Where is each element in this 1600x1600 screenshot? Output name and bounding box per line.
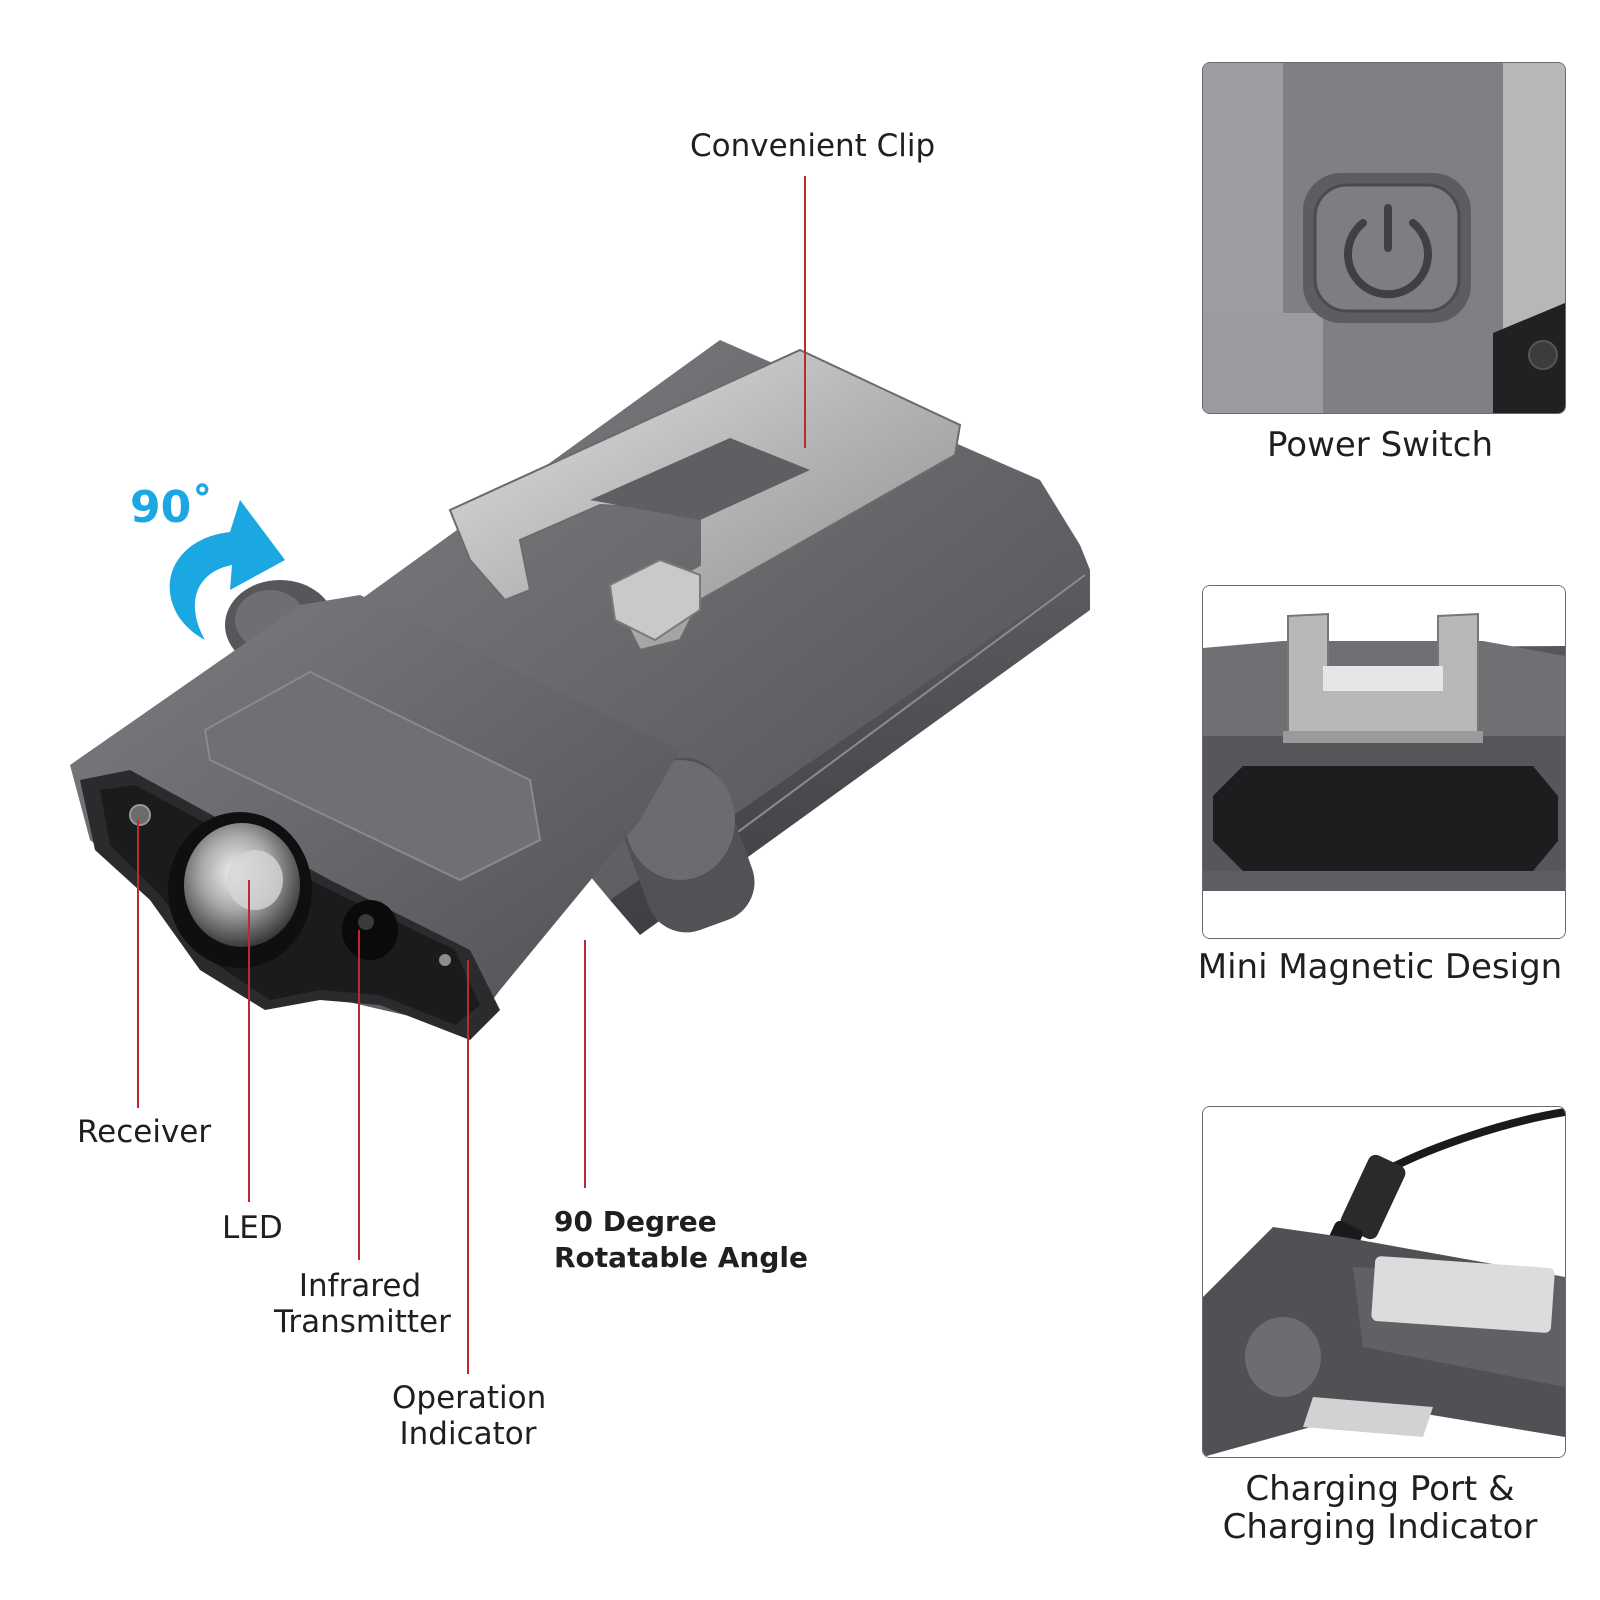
caption-charging-line1: Charging Port & xyxy=(1245,1469,1515,1509)
caption-power-switch: Power Switch xyxy=(1266,425,1493,465)
caption-charging-line2: Charging Indicator xyxy=(1222,1507,1538,1547)
callout-rotation-line1: 90 Degree xyxy=(554,1205,717,1238)
rotation-degree-label: 90˚ xyxy=(130,482,214,533)
infrared-transmitter xyxy=(342,900,398,960)
receiver-sensor xyxy=(129,804,151,826)
rotation-arrow-icon xyxy=(169,500,285,640)
callout-rotation-line2: Rotatable Angle xyxy=(554,1241,808,1274)
leader-line-led xyxy=(248,880,250,1202)
power-switch-photo xyxy=(1203,63,1565,413)
operation-indicator-light xyxy=(439,954,451,966)
callout-infrared-transmitter: Infrared Transmitter xyxy=(274,1268,451,1340)
caption-magnetic-design: Mini Magnetic Design xyxy=(1197,947,1563,987)
magnetic-design-photo xyxy=(1203,586,1565,938)
caption-charging-port: Charging Port & Charging Indicator xyxy=(1170,1470,1590,1546)
callout-convenient-clip: Convenient Clip xyxy=(690,128,936,164)
leader-line-receiver xyxy=(137,820,139,1108)
callout-rotatable-angle: 90 Degree Rotatable Angle xyxy=(554,1204,808,1276)
led-lens xyxy=(168,812,312,968)
callout-indicator-line1: Operation xyxy=(392,1380,547,1416)
callout-receiver: Receiver xyxy=(77,1114,212,1150)
leader-line-clip xyxy=(804,176,806,448)
callout-led: LED xyxy=(222,1210,283,1246)
charging-port-photo xyxy=(1203,1107,1565,1457)
callout-infrared-line2: Transmitter xyxy=(274,1304,451,1340)
callout-operation-indicator: Operation Indicator xyxy=(392,1380,547,1452)
leader-line-indicator xyxy=(467,960,469,1374)
callout-infrared-line1: Infrared xyxy=(298,1268,422,1304)
clip xyxy=(448,348,962,652)
product-illustration xyxy=(70,340,1090,1040)
magnetic-clip xyxy=(1283,612,1483,743)
power-icon xyxy=(1344,204,1432,299)
panel-magnetic-design xyxy=(1202,585,1566,939)
panel-charging-port xyxy=(1202,1106,1566,1458)
callout-indicator-line2: Indicator xyxy=(399,1416,537,1452)
panel-power-switch xyxy=(1202,62,1566,414)
leader-line-rotation xyxy=(584,940,586,1188)
leader-line-infrared xyxy=(358,930,360,1260)
